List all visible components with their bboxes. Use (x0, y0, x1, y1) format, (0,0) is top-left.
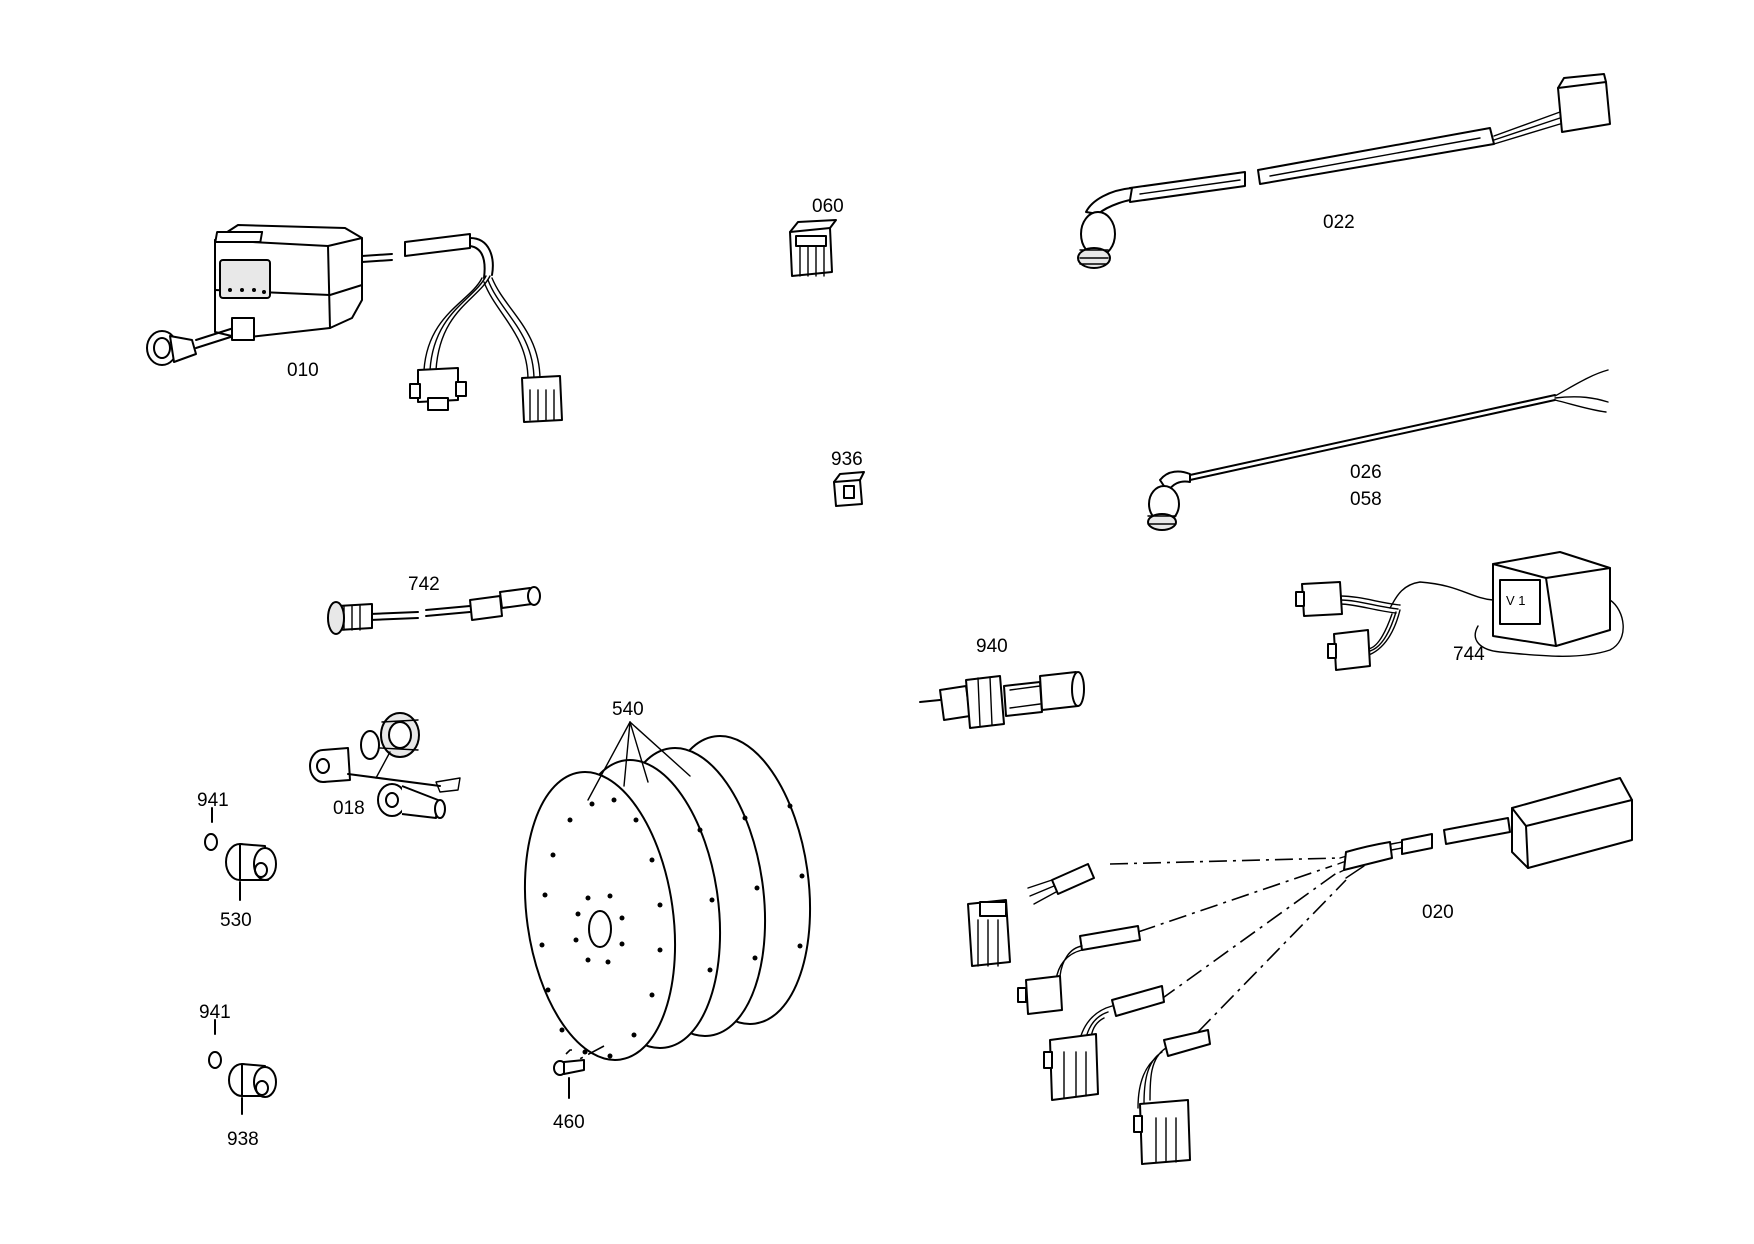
label-742: 742 (408, 574, 440, 595)
plate-marking: V 1 (1506, 593, 1526, 608)
label-936: 936 (831, 449, 863, 470)
part-742-sensor-rod (327, 586, 541, 635)
label-941-b: 941 (199, 1002, 231, 1023)
label-530: 530 (220, 910, 252, 931)
part-460-bolt (553, 1059, 585, 1099)
part-060-connector (789, 219, 837, 277)
part-020-harness (967, 777, 1633, 1165)
part-026-058-sensor-cable (1147, 369, 1609, 531)
part-540-discs (523, 721, 812, 1063)
part-018-fittings (309, 712, 461, 819)
label-018: 018 (333, 798, 365, 819)
label-540: 540 (612, 699, 644, 720)
part-940-sensor (919, 671, 1085, 729)
label-940: 940 (976, 636, 1008, 657)
label-744: 744 (1453, 644, 1485, 665)
label-020: 020 (1422, 902, 1454, 923)
label-460: 460 (553, 1112, 585, 1133)
label-026: 026 (1350, 462, 1382, 483)
part-941-530-plug (204, 807, 277, 901)
label-941-a: 941 (197, 790, 229, 811)
part-936-clip (833, 471, 865, 507)
label-010: 010 (287, 360, 319, 381)
label-060: 060 (812, 196, 844, 217)
label-938: 938 (227, 1129, 259, 1150)
part-941-938-plug (208, 1019, 277, 1115)
part-022-cable (1077, 73, 1611, 269)
label-058: 058 (1350, 489, 1382, 510)
label-022: 022 (1323, 212, 1355, 233)
part-010-control-unit (146, 224, 563, 423)
part-744-module: V 1 (1295, 551, 1624, 671)
